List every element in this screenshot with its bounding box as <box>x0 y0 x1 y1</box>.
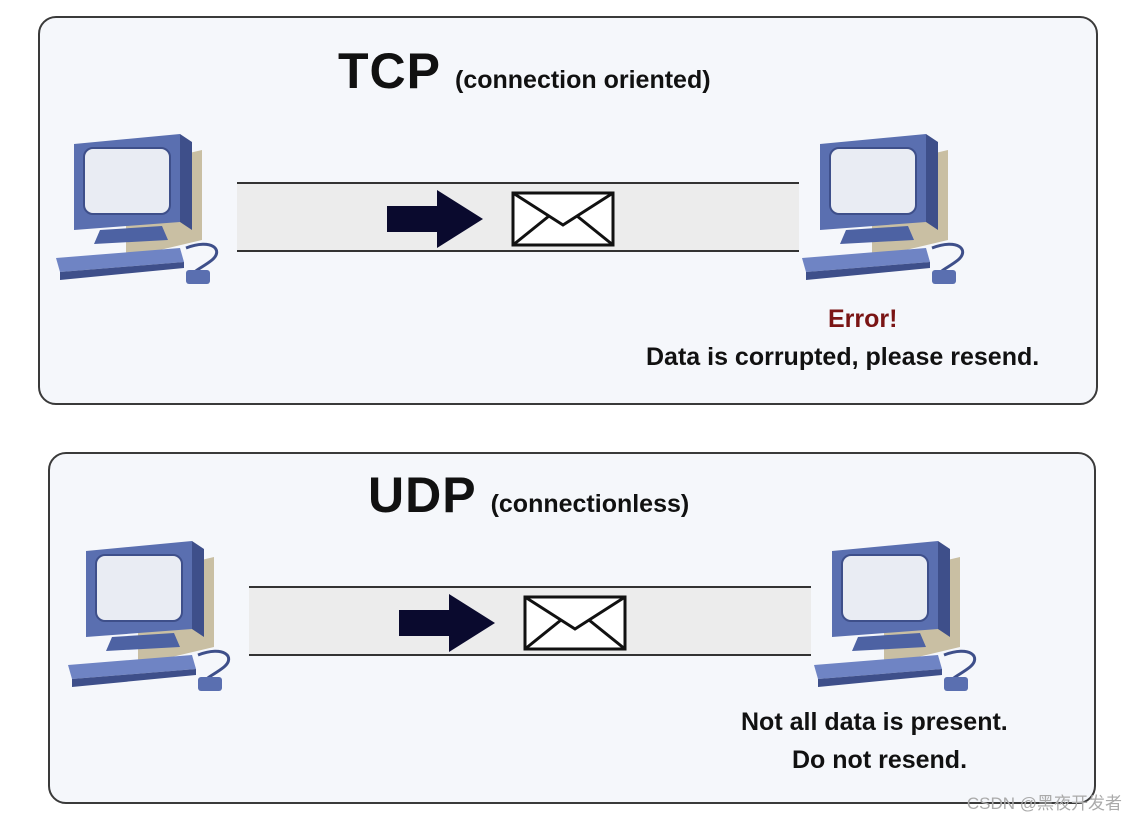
tcp-panel: TCP (connection oriented) Error! Data is … <box>38 16 1098 405</box>
envelope-icon <box>523 595 627 651</box>
tcp-name: TCP <box>338 43 441 99</box>
udp-channel <box>249 586 811 656</box>
udp-name: UDP <box>368 467 477 523</box>
udp-panel: UDP (connectionless) Not all data is pres… <box>48 452 1096 804</box>
sender-computer-icon <box>52 130 227 295</box>
watermark: CSDN @黑夜开发者 <box>966 794 1122 813</box>
receiver-computer-icon <box>810 537 985 702</box>
udp-message-line2: Do not resend. <box>792 746 968 774</box>
receiver-computer-icon <box>798 130 973 295</box>
udp-subtitle: (connectionless) <box>490 490 690 518</box>
envelope-icon <box>511 191 615 247</box>
right-arrow-icon <box>387 190 483 248</box>
udp-title: UDP (connectionless) <box>368 466 689 524</box>
tcp-message: Data is corrupted, please resend. <box>646 343 1040 371</box>
tcp-error-label: Error! <box>828 305 898 333</box>
tcp-subtitle: (connection oriented) <box>455 66 711 94</box>
udp-message-line1: Not all data is present. <box>741 708 1008 736</box>
sender-computer-icon <box>64 537 239 702</box>
tcp-title: TCP (connection oriented) <box>338 42 711 100</box>
right-arrow-icon <box>399 594 495 652</box>
tcp-channel <box>237 182 799 252</box>
